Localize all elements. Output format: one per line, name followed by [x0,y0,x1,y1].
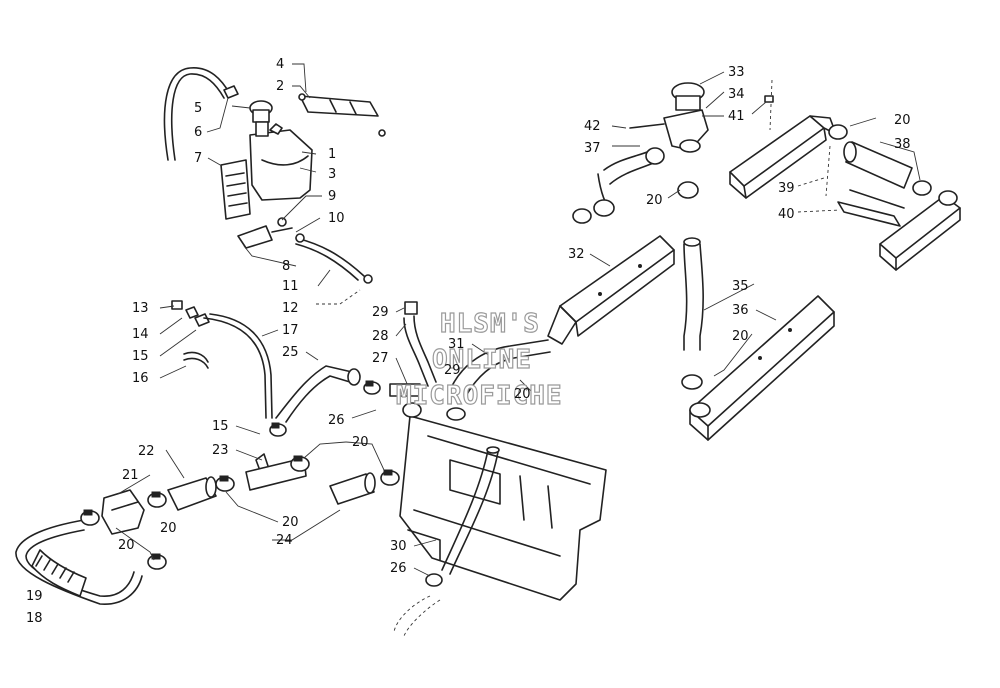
callout-12: 12 [282,301,299,316]
callout-29b: 29 [444,363,461,378]
heat-exchanger-right [879,190,961,271]
callout-36: 36 [732,303,749,318]
callout-33: 33 [728,65,745,80]
callout-20b: 20 [282,515,299,530]
hose-clamps [80,380,400,570]
callout-22: 22 [138,444,155,459]
callouts: 4 2 5 6 7 1 3 9 10 8 11 12 13 14 15 16 1… [26,57,911,626]
watermark-line-1: HLSM'S [440,309,540,339]
callout-19: 19 [26,589,43,604]
callout-20a: 20 [118,538,135,553]
coolant-bottle [249,100,313,201]
callout-35: 35 [732,279,749,294]
bracket-40 [837,189,905,227]
callout-20g: 20 [894,113,911,128]
clamp [380,469,400,486]
thermostat-housing [629,82,709,153]
mounting-bracket [298,93,386,137]
hose-37 [572,147,665,224]
clamp [147,553,167,570]
callout-23: 23 [212,443,229,458]
outlet-fitting-21 [101,489,145,535]
clamp [363,380,381,395]
callout-37: 37 [584,141,601,156]
upper-hose [275,365,361,423]
heat-exchanger-32 [547,235,675,345]
callout-29a: 29 [372,305,389,320]
callout-20h: 20 [160,521,177,536]
callout-10: 10 [328,211,345,226]
lower-pipe [393,595,441,637]
callout-20c: 20 [352,435,369,450]
callout-17: 17 [282,323,299,338]
callout-42: 42 [584,119,601,134]
clamp [215,475,235,492]
bleed-screw-41 [764,79,831,197]
callout-3: 3 [328,167,336,182]
callout-2: 2 [276,79,284,94]
leader-lines [115,63,921,577]
callout-21: 21 [122,468,139,483]
callout-11: 11 [282,279,299,294]
watermark-line-2: ONLINE [432,345,532,375]
watermark-line-3: MICROFICHE [396,381,563,411]
hose-22 [167,476,217,511]
vent-fitting [237,217,293,249]
callout-30: 30 [390,539,407,554]
callout-26a: 26 [328,413,345,428]
callout-4: 4 [276,57,284,72]
callout-8: 8 [282,259,290,274]
callout-40: 40 [778,207,795,222]
hose-38 [828,124,932,196]
callout-39: 39 [778,181,795,196]
clamp [269,422,287,437]
fitting-27-28-29 [389,301,437,418]
callout-1: 1 [328,147,336,162]
callout-25: 25 [282,345,299,360]
decal [220,159,251,220]
callout-20e: 20 [646,193,663,208]
callout-13: 13 [132,301,149,316]
drain-hose [295,233,373,284]
callout-15b: 15 [212,419,229,434]
heat-exchanger-upper [729,115,837,199]
clamp [290,455,310,472]
hose-24 [329,472,376,505]
callout-9: 9 [328,189,336,204]
callout-41: 41 [728,109,745,124]
watermark: HLSM'S ONLINE MICROFICHE [395,308,563,411]
callout-6: 6 [194,125,202,140]
callout-32: 32 [568,247,585,262]
clamp [147,491,167,508]
callout-31: 31 [448,337,465,352]
callout-18: 18 [26,611,43,626]
callout-20d: 20 [514,387,531,402]
callout-15: 15 [132,349,149,364]
callout-5: 5 [194,101,202,116]
callout-26b: 26 [390,561,407,576]
callout-34: 34 [728,87,745,102]
hose-30 [425,446,500,587]
hose-31 [446,339,551,421]
callout-16: 16 [132,371,149,386]
hose-18 [15,519,143,605]
callout-20f: 20 [732,329,749,344]
bypass-hose [203,313,273,419]
callout-24: 24 [276,533,293,548]
callout-14: 14 [132,327,149,342]
overflow-hose [163,67,239,161]
clamp [80,509,100,526]
heat-exchanger-36 [681,295,835,441]
engine-block-outline [399,415,607,601]
callout-7: 7 [194,151,202,166]
bleed-screw-set [171,300,210,369]
callout-27: 27 [372,351,389,366]
hose-35 [677,181,704,351]
callout-28: 28 [372,329,389,344]
callout-38: 38 [894,137,911,152]
